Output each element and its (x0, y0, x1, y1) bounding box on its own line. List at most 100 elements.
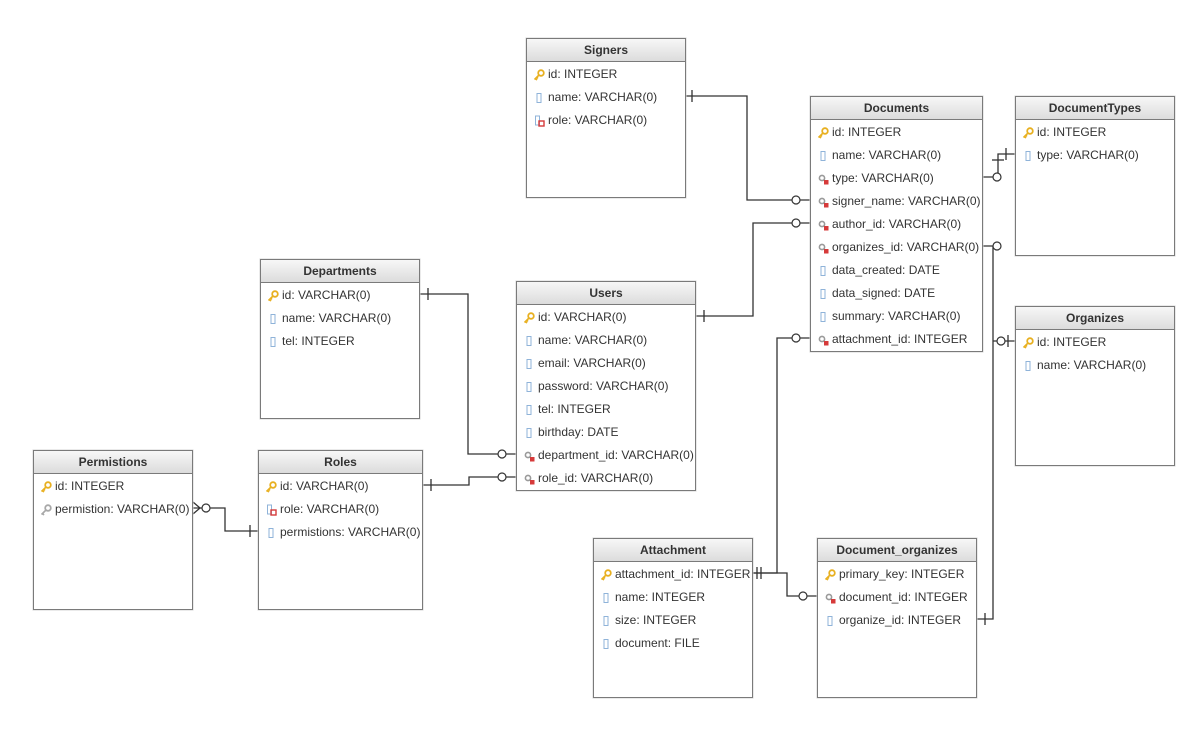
entity-title: Departments (261, 260, 419, 283)
field-row[interactable]: id: VARCHAR(0) (261, 284, 419, 307)
field-row[interactable]: name: INTEGER (594, 586, 752, 609)
field-label: tel: INTEGER (282, 334, 355, 348)
field-row[interactable]: id: INTEGER (34, 475, 192, 498)
field-row[interactable]: role: VARCHAR(0) (527, 109, 685, 132)
field-row[interactable]: password: VARCHAR(0) (517, 375, 695, 398)
field-row[interactable]: id: VARCHAR(0) (517, 306, 695, 329)
field-row[interactable]: primary_key: INTEGER (818, 563, 976, 586)
entity-title: Signers (527, 39, 685, 62)
field-row[interactable]: id: VARCHAR(0) (259, 475, 422, 498)
entity-documents[interactable]: Documents id: INTEGER name: VARCHAR(0)typ… (810, 96, 983, 352)
field-row[interactable]: id: INTEGER (1016, 331, 1174, 354)
entity-documenttypes[interactable]: DocumentTypes id: INTEGER type: VARCHAR(0… (1015, 96, 1175, 256)
primary-key-icon (1022, 126, 1034, 139)
column-icon (600, 638, 612, 650)
field-label: data_created: DATE (832, 263, 940, 277)
field-label: department_id: VARCHAR(0) (538, 448, 694, 462)
field-label: name: VARCHAR(0) (538, 333, 648, 347)
field-row[interactable]: id: INTEGER (527, 63, 685, 86)
field-row[interactable]: birthday: DATE (517, 421, 695, 444)
field-row[interactable]: size: INTEGER (594, 609, 752, 632)
primary-key-icon (600, 568, 612, 581)
field-row[interactable]: document: FILE (594, 632, 752, 655)
field-row[interactable]: tel: INTEGER (261, 330, 419, 353)
field-label: summary: VARCHAR(0) (832, 309, 961, 323)
column-icon (523, 358, 535, 370)
field-row[interactable]: name: VARCHAR(0) (811, 144, 982, 167)
field-row[interactable]: author_id: VARCHAR(0) (811, 213, 982, 236)
field-label: size: INTEGER (615, 613, 697, 627)
field-row[interactable]: type: VARCHAR(0) (811, 167, 982, 190)
entity-title: Permistions (34, 451, 192, 474)
field-label: id: VARCHAR(0) (538, 310, 627, 324)
column-icon (523, 335, 535, 347)
field-row[interactable]: name: VARCHAR(0) (1016, 354, 1174, 377)
entity-title: DocumentTypes (1016, 97, 1174, 120)
foreign-key-icon (817, 242, 829, 254)
primary-key-icon (523, 311, 535, 324)
field-label: attachment_id: INTEGER (832, 332, 968, 346)
relation-signers-documents (686, 95, 810, 201)
field-row[interactable]: name: VARCHAR(0) (527, 86, 685, 109)
column-icon (267, 313, 279, 325)
field-row[interactable]: document_id: INTEGER (818, 586, 976, 609)
zero-marker (791, 195, 801, 205)
zero-marker (791, 333, 801, 343)
field-row[interactable]: name: VARCHAR(0) (517, 329, 695, 352)
entity-title: Organizes (1016, 307, 1174, 330)
relation-attachment-docorganizes (753, 572, 817, 597)
zero-marker (201, 503, 211, 513)
field-row[interactable]: permistion: VARCHAR(0) (34, 498, 192, 521)
field-label: document_id: INTEGER (839, 590, 968, 604)
field-row[interactable]: signer_name: VARCHAR(0) (811, 190, 982, 213)
field-label: id: INTEGER (832, 125, 902, 139)
column-icon (817, 265, 829, 277)
entity-signers[interactable]: Signers id: INTEGER name: VARCHAR(0)role:… (526, 38, 686, 198)
field-row[interactable]: data_signed: DATE (811, 282, 982, 305)
field-row[interactable]: role_id: VARCHAR(0) (517, 467, 695, 490)
zero-marker (996, 336, 1006, 346)
column-icon (600, 615, 612, 627)
field-row[interactable]: department_id: VARCHAR(0) (517, 444, 695, 467)
field-label: id: INTEGER (548, 67, 618, 81)
zero-marker (497, 472, 507, 482)
field-row[interactable]: email: VARCHAR(0) (517, 352, 695, 375)
field-row[interactable]: name: VARCHAR(0) (261, 307, 419, 330)
primary-key-icon (265, 480, 277, 493)
entity-users[interactable]: Users id: VARCHAR(0)name: VARCHAR(0)emai… (516, 281, 696, 491)
field-label: author_id: VARCHAR(0) (832, 217, 962, 231)
foreign-key-icon (817, 196, 829, 208)
field-row[interactable]: type: VARCHAR(0) (1016, 144, 1174, 167)
field-label: type: VARCHAR(0) (1037, 148, 1139, 162)
field-row[interactable]: attachment_id: INTEGER (811, 328, 982, 351)
field-row[interactable]: attachment_id: INTEGER (594, 563, 752, 586)
primary-key-icon (817, 126, 829, 139)
field-row[interactable]: id: INTEGER (1016, 121, 1174, 144)
zero-marker (791, 218, 801, 228)
field-row[interactable]: id: INTEGER (811, 121, 982, 144)
column-icon (523, 404, 535, 416)
field-row[interactable]: tel: INTEGER (517, 398, 695, 421)
zero-marker (992, 241, 1002, 251)
field-row[interactable]: permistions: VARCHAR(0) (259, 521, 422, 544)
column-icon (1022, 360, 1034, 372)
field-row[interactable]: organizes_id: VARCHAR(0) (811, 236, 982, 259)
relation-roles-users (423, 476, 516, 486)
field-label: role: VARCHAR(0) (280, 502, 380, 516)
column-icon (817, 311, 829, 323)
field-row[interactable]: data_created: DATE (811, 259, 982, 282)
field-label: role_id: VARCHAR(0) (538, 471, 654, 485)
entity-departments[interactable]: Departments id: VARCHAR(0)name: VARCHAR(… (260, 259, 420, 419)
field-row[interactable]: summary: VARCHAR(0) (811, 305, 982, 328)
entity-title: Documents (811, 97, 982, 120)
column-icon (533, 92, 545, 104)
entity-roles[interactable]: Roles id: VARCHAR(0)role: VARCHAR(0)perm… (258, 450, 423, 610)
zero-marker (497, 449, 507, 459)
field-row[interactable]: organize_id: INTEGER (818, 609, 976, 632)
field-row[interactable]: role: VARCHAR(0) (259, 498, 422, 521)
